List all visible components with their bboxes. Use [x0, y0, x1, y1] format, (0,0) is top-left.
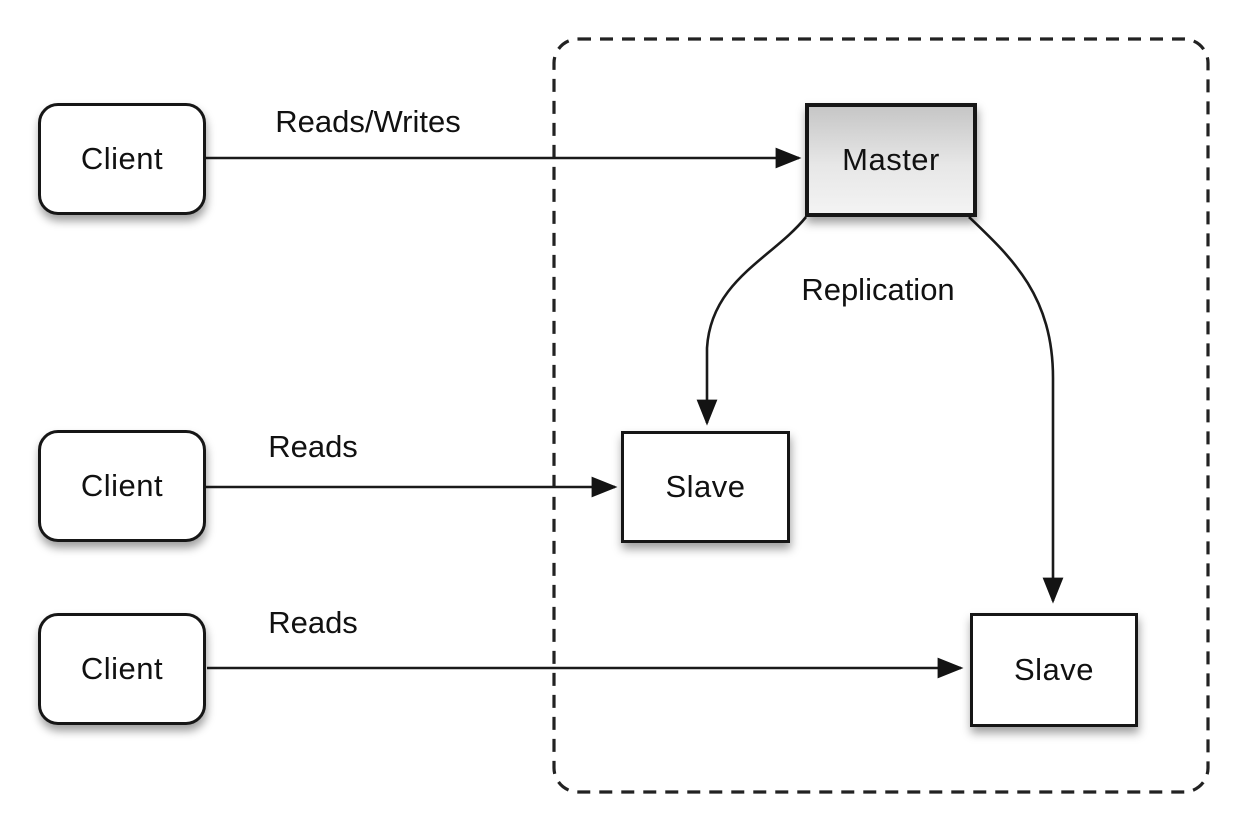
client-node-2: Client — [38, 430, 206, 542]
master-node: Master — [805, 103, 977, 217]
slave-1-label: Slave — [665, 469, 746, 504]
edge-label-replication: Replication — [801, 272, 955, 307]
replication-cluster-boundary — [552, 37, 1210, 794]
edge-label-reads-1: Reads — [268, 429, 358, 464]
client-node-1: Client — [38, 103, 206, 215]
client-1-label: Client — [80, 141, 164, 176]
client-2-label: Client — [80, 468, 164, 503]
client-3-label: Client — [80, 651, 164, 686]
edge-label-reads-2: Reads — [268, 605, 358, 640]
edge-label-reads-writes: Reads/Writes — [275, 104, 461, 139]
client-node-3: Client — [38, 613, 206, 725]
edge-master-slave1 — [696, 216, 808, 426]
slave-node-1: Slave — [621, 431, 790, 543]
slave-node-2: Slave — [970, 613, 1138, 727]
master-label: Master — [842, 142, 940, 177]
edge-master-slave2 — [968, 216, 1064, 604]
slave-2-label: Slave — [1013, 652, 1095, 687]
